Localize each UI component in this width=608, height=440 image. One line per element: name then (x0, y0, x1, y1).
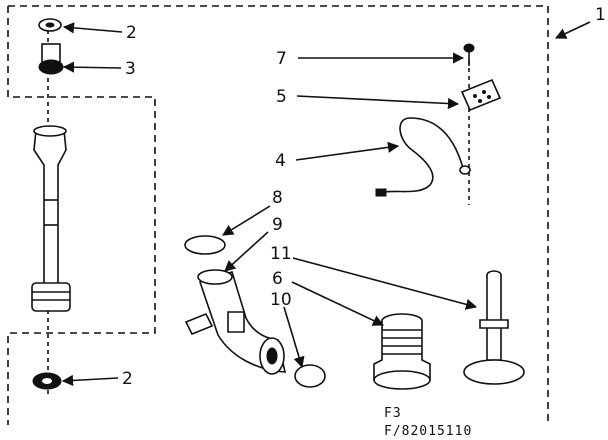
callout-5: 5 (276, 87, 287, 107)
assembly-boundary (7, 5, 549, 425)
post-tower-part (463, 270, 525, 385)
callout-11: 11 (270, 244, 292, 264)
screw-part (463, 43, 475, 66)
bellows-boot-part (373, 313, 431, 390)
callout-10: 10 (270, 290, 292, 310)
clamp-bottom-part (294, 364, 326, 388)
hose-part (31, 125, 71, 312)
elbow-part (184, 269, 287, 375)
washer-bottom-part (32, 372, 62, 390)
filter-screen-part (38, 43, 64, 75)
ground-wire-part (375, 117, 471, 197)
figure-code: F3 (384, 406, 402, 421)
callout-4: 4 (275, 151, 286, 171)
callout-6: 6 (272, 269, 283, 289)
leader-lines (61, 21, 591, 387)
callout-2-bottom: 2 (122, 369, 133, 389)
washer-top-part (38, 18, 62, 32)
callout-3: 3 (125, 59, 136, 79)
callout-2-top: 2 (126, 23, 137, 43)
callout-1: 1 (595, 5, 606, 25)
callout-9: 9 (272, 215, 283, 235)
callout-8: 8 (272, 188, 283, 208)
callout-7: 7 (276, 49, 287, 69)
clamp-top-part (184, 235, 226, 255)
part-number-code: F/82015110 (384, 424, 472, 439)
clip-plate-part (460, 78, 502, 112)
